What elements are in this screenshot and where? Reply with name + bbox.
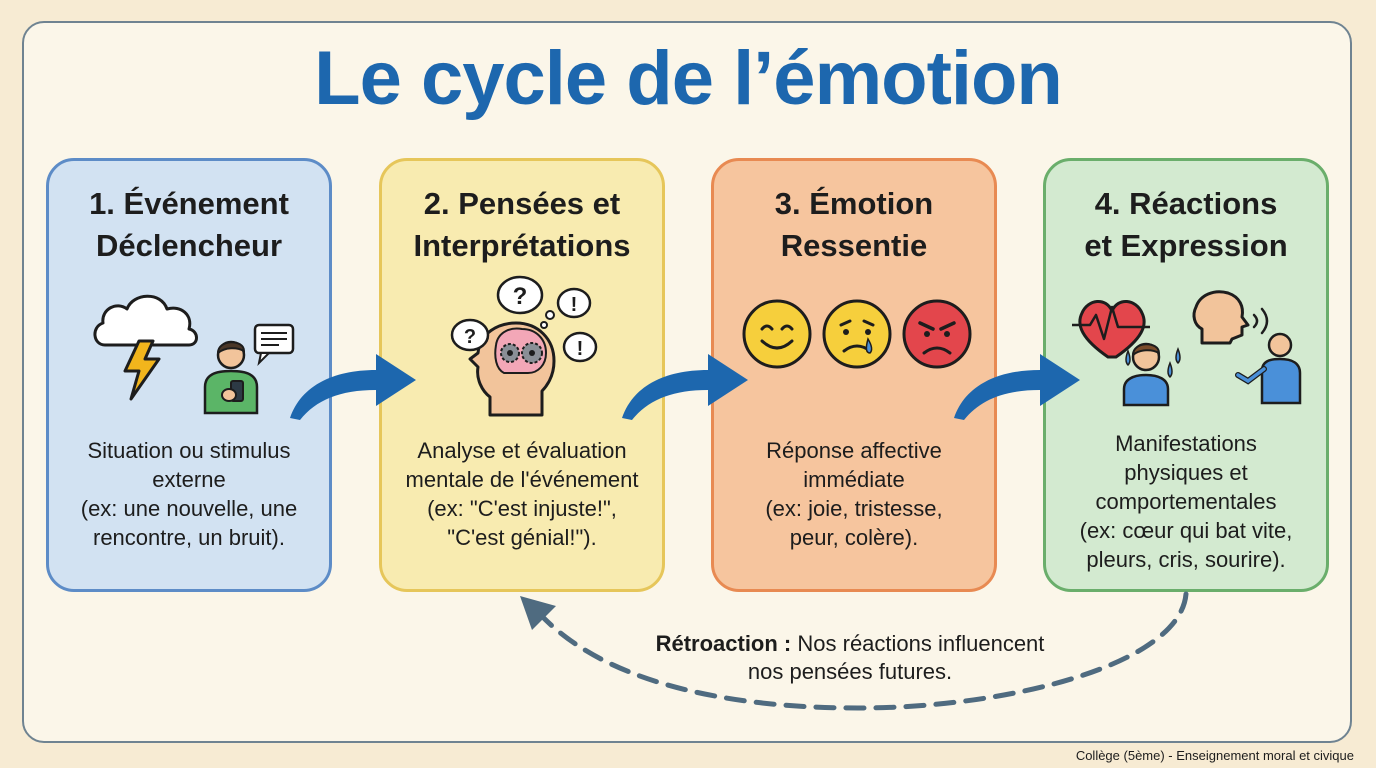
stage-card-reactions: 4. Réactions et Expression Manifest xyxy=(1043,158,1329,592)
trigger-illustration xyxy=(93,294,295,415)
arrow-3-to-4 xyxy=(954,354,1080,420)
thoughts-illustration: ? ? ! ! xyxy=(450,275,598,417)
angry-face-icon xyxy=(902,299,972,369)
crying-person-icon xyxy=(1122,342,1181,407)
reactions-illustration xyxy=(1072,290,1302,407)
feedback-label: Rétroaction : xyxy=(655,631,792,656)
diagram-title: Le cycle de l’émotion xyxy=(314,36,1063,121)
heartbeat-icon xyxy=(1072,300,1150,359)
footer-caption: Collège (5ème) - Enseignement moral et c… xyxy=(1075,748,1354,763)
sad-face-icon xyxy=(822,299,892,369)
stage-title: 4. Réactions et Expression xyxy=(1084,186,1288,263)
lightning-icon xyxy=(123,339,161,401)
stage-description: Manifestations physiques et comportement… xyxy=(1079,431,1293,572)
gesturing-person-icon xyxy=(1235,332,1302,405)
thought-bubble-exclamation-icon: ! ! xyxy=(556,287,598,363)
feedback-text-line1: Nos réactions influencent xyxy=(791,631,1045,656)
message-bubble-icon xyxy=(253,323,295,367)
feedback-caption: Rétroaction : Nos réactions influencent … xyxy=(640,630,1060,686)
stage-title: 2. Pensées et Interprétations xyxy=(413,186,631,263)
storm-cloud-icon xyxy=(93,294,198,347)
stage-description: Situation ou stimulus externe (ex: une n… xyxy=(80,438,298,550)
arrow-2-to-3 xyxy=(622,354,748,420)
svg-text:?: ? xyxy=(513,283,528,310)
arrow-1-to-2 xyxy=(290,354,416,420)
stage-card-emotion: 3. Émotion Ressentie Réponse af xyxy=(711,158,997,592)
head-gears-icon xyxy=(468,321,556,417)
emotion-faces-illustration xyxy=(742,299,972,369)
person-phone-icon xyxy=(203,340,259,415)
svg-text:?: ? xyxy=(464,326,476,348)
happy-face-icon xyxy=(742,299,812,369)
feedback-text-line2: nos pensées futures. xyxy=(747,659,953,684)
thought-bubble-question-icon: ? ? xyxy=(450,275,555,352)
stage-card-trigger-event: 1. Événement Déclencheur Situation ou st… xyxy=(46,158,332,592)
svg-text:!: ! xyxy=(577,338,584,360)
stage-title: 1. Événement Déclencheur xyxy=(89,186,289,263)
stage-description: Réponse affective immédiate (ex: joie, t… xyxy=(765,438,943,550)
svg-text:!: ! xyxy=(571,294,578,316)
stage-description: Analyse et évaluation mentale de l'événe… xyxy=(405,438,639,550)
speaking-head-icon xyxy=(1192,290,1269,345)
stage-title: 3. Émotion Ressentie xyxy=(774,186,934,263)
